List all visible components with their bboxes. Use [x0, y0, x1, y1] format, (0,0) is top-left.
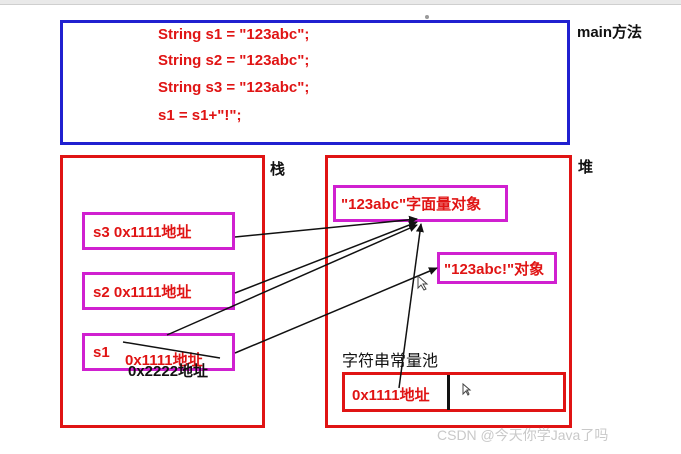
watermark: CSDN @今天你学Java了吗 [437, 427, 609, 443]
code-line-2: String s2 = "123abc"; [158, 52, 310, 69]
arrow-pool-to-literal [398, 223, 424, 389]
mouse-cursor-icon-2 [462, 382, 472, 396]
var-s1: s1 [82, 333, 235, 371]
main-method-label: main方法 [577, 24, 643, 41]
var-s2-text: s2 0x1111地址 [93, 283, 192, 301]
heap-label: 堆 [578, 159, 594, 176]
var-s3: s3 0x1111地址 [82, 212, 235, 250]
arrow-s1-old-to-literal [166, 224, 418, 336]
strike-line [122, 341, 221, 359]
var-s1-new-address: 0x2222地址 [128, 363, 209, 380]
code-line-4: s1 = s1+"!"; [158, 107, 242, 124]
main-method-box [60, 20, 570, 145]
cursor-dot [425, 15, 429, 19]
literal-object: "123abc"字面量对象 [333, 185, 508, 222]
string-pool-divider [447, 375, 450, 410]
new-string-object: "123abc!"对象 [437, 252, 557, 284]
var-s3-text: s3 0x1111地址 [93, 223, 192, 241]
mouse-cursor-icon [417, 274, 429, 291]
string-pool-box [342, 372, 566, 412]
new-string-object-text: "123abc!"对象 [444, 260, 545, 278]
heap-box [325, 155, 572, 428]
code-line-3: String s3 = "123abc"; [158, 79, 310, 96]
var-s1-name: s1 [93, 343, 110, 361]
arrow-s2-to-literal [234, 221, 418, 294]
string-pool-address: 0x1111地址 [352, 387, 430, 404]
top-bar-divider [0, 4, 681, 5]
code-line-1: String s1 = "123abc"; [158, 26, 310, 43]
var-s1-old-address: 0x1111地址 [125, 352, 203, 369]
arrow-s1-to-new-object [234, 267, 438, 354]
arrow-s3-to-literal [234, 215, 418, 238]
var-s2: s2 0x1111地址 [82, 272, 235, 310]
stack-label: 栈 [270, 161, 286, 178]
top-bar [0, 0, 681, 4]
stack-box [60, 155, 265, 428]
string-pool-label: 字符串常量池 [342, 353, 439, 370]
literal-object-text: "123abc"字面量对象 [341, 196, 482, 213]
